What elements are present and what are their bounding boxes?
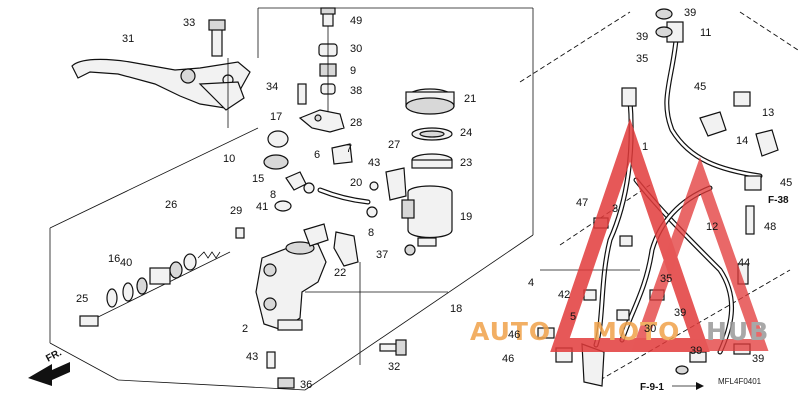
callout-label: 39 [674, 307, 686, 319]
callout-label: 11 [700, 27, 711, 39]
callout-label: 40 [120, 257, 132, 269]
callout-label: 17 [270, 111, 282, 123]
callout-labels: 33 31 49 30 9 34 38 17 28 21 24 27 23 10… [76, 7, 792, 391]
callout-label: 38 [350, 85, 362, 97]
callout-label: 31 [122, 33, 134, 45]
callout-label: 1 [642, 141, 648, 153]
callout-label: 18 [450, 303, 462, 315]
callout-label: 3 [612, 203, 618, 215]
reference-f38: F-38 [768, 195, 789, 206]
washer [274, 200, 292, 212]
callout-label: 14 [736, 135, 748, 147]
callout-label: 25 [76, 293, 88, 305]
callout-label: 46 [508, 329, 520, 341]
callout-label: 13 [762, 107, 774, 119]
front-direction-arrow [28, 362, 70, 386]
group-frames [49, 7, 799, 391]
callout-label: 19 [460, 211, 472, 223]
callout-label: 21 [464, 93, 476, 105]
callout-label: 48 [764, 221, 776, 233]
callout-label: 5 [570, 311, 576, 323]
reference-f91: F-9-1 [640, 382, 664, 393]
watermark-logo: AUTO MOTO HUB [470, 118, 769, 352]
callout-label: 29 [230, 205, 242, 217]
front-direction-label: FR. [44, 347, 64, 364]
callout-label: 44 [738, 257, 750, 269]
reservoir-stay [385, 167, 407, 201]
callout-label: 20 [350, 177, 362, 189]
piston-kit [79, 251, 231, 327]
callout-label: 24 [460, 127, 472, 139]
callout-label: 7 [346, 143, 352, 155]
callout-label: 12 [706, 221, 718, 233]
reservoir-hose [317, 181, 379, 218]
diagram-code: MFL4F0401 [718, 377, 762, 386]
callout-label: 6 [314, 149, 320, 161]
callout-label: 41 [256, 201, 268, 213]
screw [297, 83, 307, 105]
reference-arrow [672, 382, 704, 390]
callout-label: 4 [528, 277, 534, 289]
callout-label: 30 [644, 323, 656, 335]
callout-label: 28 [350, 117, 362, 129]
callout-label: 16 [108, 253, 120, 265]
callout-label: 46 [502, 353, 514, 365]
callout-label: 49 [350, 15, 362, 27]
callout-label: 37 [376, 249, 388, 261]
switch-boots [263, 130, 289, 170]
callout-label: 22 [334, 267, 346, 279]
callout-label: 9 [350, 65, 356, 77]
reservoir-assembly [401, 88, 455, 247]
callout-label: 33 [183, 17, 195, 29]
callout-label: 39 [684, 7, 696, 19]
callout-label: 45 [694, 81, 706, 93]
callout-label: 42 [558, 289, 570, 301]
reservoir-screw [404, 244, 416, 256]
brake-light-switch [285, 143, 353, 194]
callout-label: 8 [270, 189, 276, 201]
holder [333, 231, 359, 267]
callout-label: 26 [165, 199, 177, 211]
callout-label: 27 [388, 139, 400, 151]
callout-label: 35 [636, 53, 648, 65]
callout-label: 34 [266, 81, 278, 93]
callout-label: 35 [660, 273, 672, 285]
callout-label: 36 [300, 379, 312, 391]
callout-label: 39 [636, 31, 648, 43]
callout-label: 23 [460, 157, 472, 169]
callout-label: 43 [368, 157, 380, 169]
callout-label: 45 [780, 177, 792, 189]
watermark-hub: HUB [706, 317, 769, 346]
watermark-auto: AUTO [470, 317, 551, 346]
callout-label: 10 [223, 153, 235, 165]
stay-bracket [298, 109, 345, 133]
callout-label: 8 [368, 227, 374, 239]
master-cylinder-body [255, 223, 329, 331]
callout-label: 15 [252, 173, 264, 185]
callout-label: 39 [752, 353, 764, 365]
watermark-moto: MOTO [592, 317, 680, 346]
callout-label: 2 [242, 323, 248, 335]
brake-hoses [593, 37, 763, 355]
mounting-bolts [266, 339, 407, 389]
callout-label: 39 [690, 345, 702, 357]
callout-label: 30 [350, 43, 362, 55]
callout-label: 47 [576, 197, 588, 209]
callout-label: 43 [246, 351, 258, 363]
top-stack [318, 7, 338, 114]
small-screw [235, 227, 245, 239]
callout-label: 32 [388, 361, 400, 373]
pivot-bolt [208, 19, 226, 57]
brake-lever [71, 58, 251, 111]
